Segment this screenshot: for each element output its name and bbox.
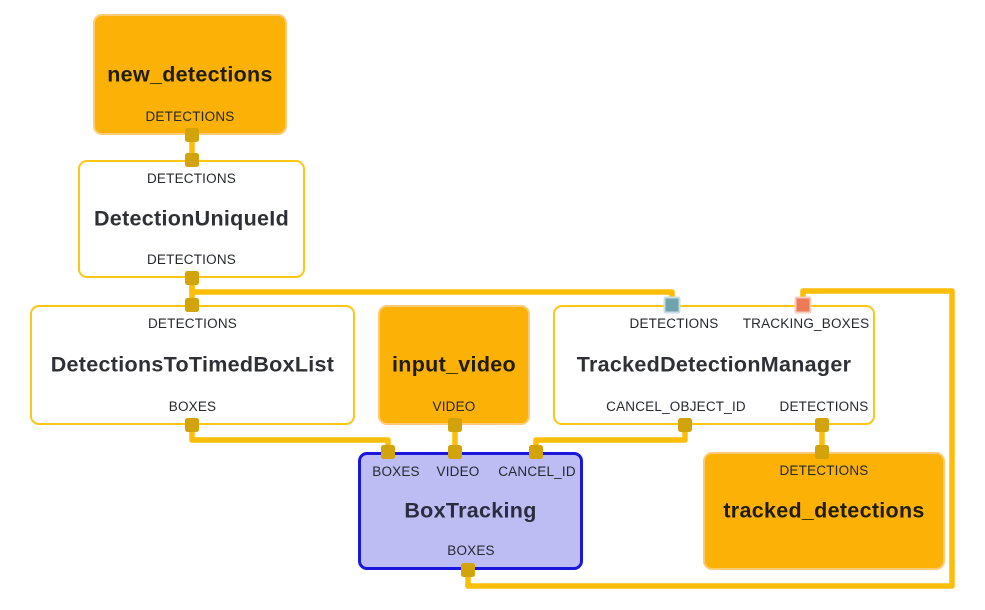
port-label-cancel-object-id-out: CANCEL_OBJECT_ID <box>606 399 746 414</box>
port-detection-unique-id-detections-in[interactable] <box>185 153 199 167</box>
port-new-detections-detections-out[interactable] <box>185 128 199 142</box>
port-box-tracking-cancel-id-in[interactable] <box>529 445 543 459</box>
port-label-video-out: VIDEO <box>432 399 476 414</box>
port-tracked-detection-manager-cancel-object-id-out[interactable] <box>678 418 692 432</box>
port-label-video-in: VIDEO <box>436 464 480 479</box>
edge DetectionsToTimedBoxList:BOXES -> BoxTracking:BOXES[interactable] <box>189 422 391 454</box>
node-title: DetectionsToTimedBoxList <box>50 352 335 377</box>
port-label-boxes-out: BOXES <box>447 543 495 558</box>
node-box-tracking[interactable]: BOXES VIDEO CANCEL_ID BoxTracking BOXES <box>358 452 583 570</box>
port-label-detections-out: DETECTIONS <box>145 109 235 124</box>
port-tracked-detection-manager-tracking-boxes-in[interactable] <box>794 296 812 314</box>
port-detections-to-timed-box-list-detections-in[interactable] <box>185 298 199 312</box>
node-detections-to-timed-box-list[interactable]: DETECTIONS DetectionsToTimedBoxList BOXE… <box>30 305 355 425</box>
node-title: tracked_detections <box>723 498 925 523</box>
node-title: DetectionUniqueId <box>93 206 290 231</box>
port-tracked-detections-detections-in[interactable] <box>815 445 829 459</box>
port-label-detections-out: DETECTIONS <box>779 399 869 414</box>
node-detection-unique-id[interactable]: DETECTIONS DetectionUniqueId DETECTIONS <box>78 160 305 278</box>
port-label-detections-in: DETECTIONS <box>779 463 869 478</box>
node-new-detections[interactable]: new_detections DETECTIONS <box>93 14 287 135</box>
port-label-detections-in: DETECTIONS <box>146 171 236 186</box>
node-input-video[interactable]: input_video VIDEO <box>378 305 530 425</box>
node-title: input_video <box>392 352 516 377</box>
port-detection-unique-id-detections-out[interactable] <box>185 271 199 285</box>
port-box-tracking-boxes-in[interactable] <box>381 445 395 459</box>
node-title: BoxTracking <box>404 498 537 523</box>
node-title: new_detections <box>107 62 273 86</box>
port-label-cancel-id-in: CANCEL_ID <box>498 464 576 479</box>
port-detections-to-timed-box-list-boxes-out[interactable] <box>185 418 199 432</box>
node-tracked-detection-manager[interactable]: DETECTIONS TRACKING_BOXES TrackedDetecti… <box>553 305 875 425</box>
port-label-boxes-out: BOXES <box>168 399 217 414</box>
port-label-detections-in: DETECTIONS <box>629 316 719 331</box>
edge DetectionUniqueId:DETECTIONS -> TrackedDetectionManager:DETECTIONS[interactable] <box>189 280 675 307</box>
port-label-detections-out: DETECTIONS <box>146 252 236 267</box>
edge TrackedDetectionManager:CANCEL_OBJECT_ID -> BoxTracking:CANCEL_ID[interactable] <box>533 422 688 454</box>
port-input-video-video-out[interactable] <box>448 418 462 432</box>
port-label-boxes-in: BOXES <box>372 464 420 479</box>
port-label-tracking-boxes-in: TRACKING_BOXES <box>742 316 870 331</box>
node-title: TrackedDetectionManager <box>576 352 852 377</box>
port-tracked-detection-manager-detections-in[interactable] <box>663 296 681 314</box>
port-box-tracking-boxes-out[interactable] <box>461 563 475 577</box>
port-box-tracking-video-in[interactable] <box>448 445 462 459</box>
node-tracked-detections[interactable]: DETECTIONS tracked_detections <box>703 452 945 570</box>
port-tracked-detection-manager-detections-out[interactable] <box>815 418 829 432</box>
port-label-detections-in: DETECTIONS <box>147 316 237 331</box>
